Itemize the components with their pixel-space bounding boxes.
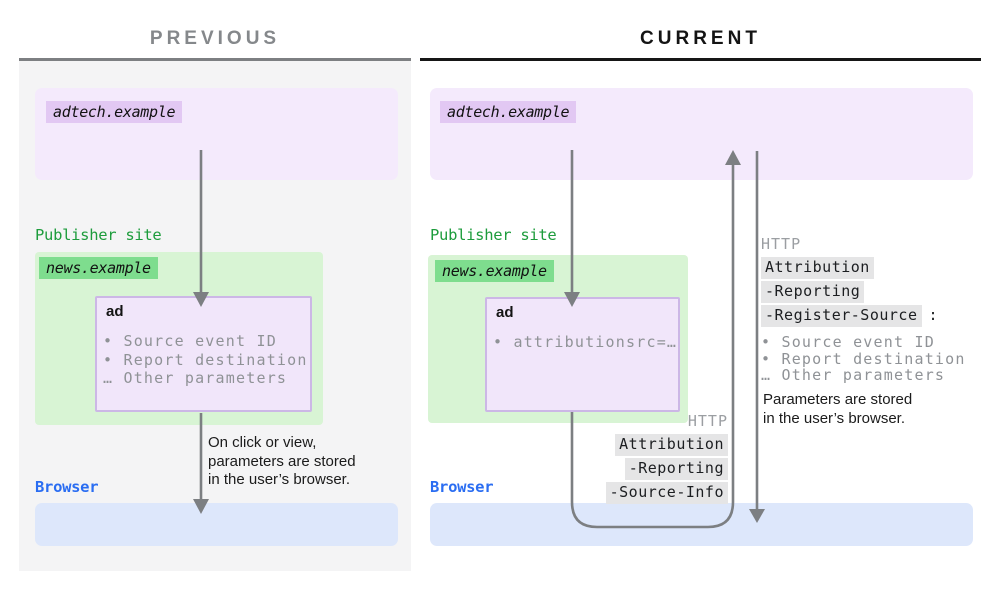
store-note-previous: On click or view, parameters are stored … [208, 434, 356, 488]
http-prefix-request: HTTP [687, 412, 728, 430]
publisher-site-label-previous: Publisher site [35, 226, 162, 244]
browser-box-current [430, 503, 973, 546]
ad-title-previous: ad [106, 303, 124, 320]
response-header-line: -Reporting [761, 281, 865, 303]
ad-parameters-current: • attributionsrc=… [493, 333, 678, 351]
previous-column-title: PREVIOUS [149, 28, 281, 49]
browser-label-current: Browser [430, 478, 494, 496]
ad-title-current: ad [496, 304, 514, 321]
previous-divider-line [19, 58, 411, 61]
current-divider-line [420, 58, 981, 61]
news-label-previous: news.example [39, 257, 158, 279]
adtech-label-previous: adtech.example [46, 101, 183, 123]
request-header-line: -Reporting [624, 458, 728, 480]
http-prefix-response: HTTP [761, 235, 802, 253]
ad-box-previous: ad • Source event ID • Report destinatio… [95, 296, 312, 412]
response-header-line: -Register-Source [761, 305, 922, 327]
request-header-labels: HTTP Attribution -Reporting -Source-Info [498, 412, 728, 506]
request-header-line: Attribution [615, 434, 728, 456]
response-header-labels: HTTP Attribution -Reporting -Register-So… [761, 235, 966, 384]
browser-label-previous: Browser [35, 478, 99, 496]
publisher-site-label-current: Publisher site [430, 226, 557, 244]
news-label-current: news.example [435, 260, 554, 282]
adtech-label-current: adtech.example [440, 101, 577, 123]
store-note-current: Parameters are stored in the user’s brow… [763, 391, 913, 427]
ad-parameters-previous: • Source event ID • Report destination …… [103, 332, 308, 387]
current-column-title: CURRENT [640, 28, 761, 49]
browser-box-previous [35, 503, 398, 546]
response-parameters: • Source event ID • Report destination …… [761, 333, 966, 384]
request-header-line: -Source-Info [605, 482, 728, 504]
response-header-colon: : [928, 306, 938, 324]
ad-box-current: ad • attributionsrc=… [485, 297, 680, 412]
response-header-line: Attribution [761, 257, 874, 279]
